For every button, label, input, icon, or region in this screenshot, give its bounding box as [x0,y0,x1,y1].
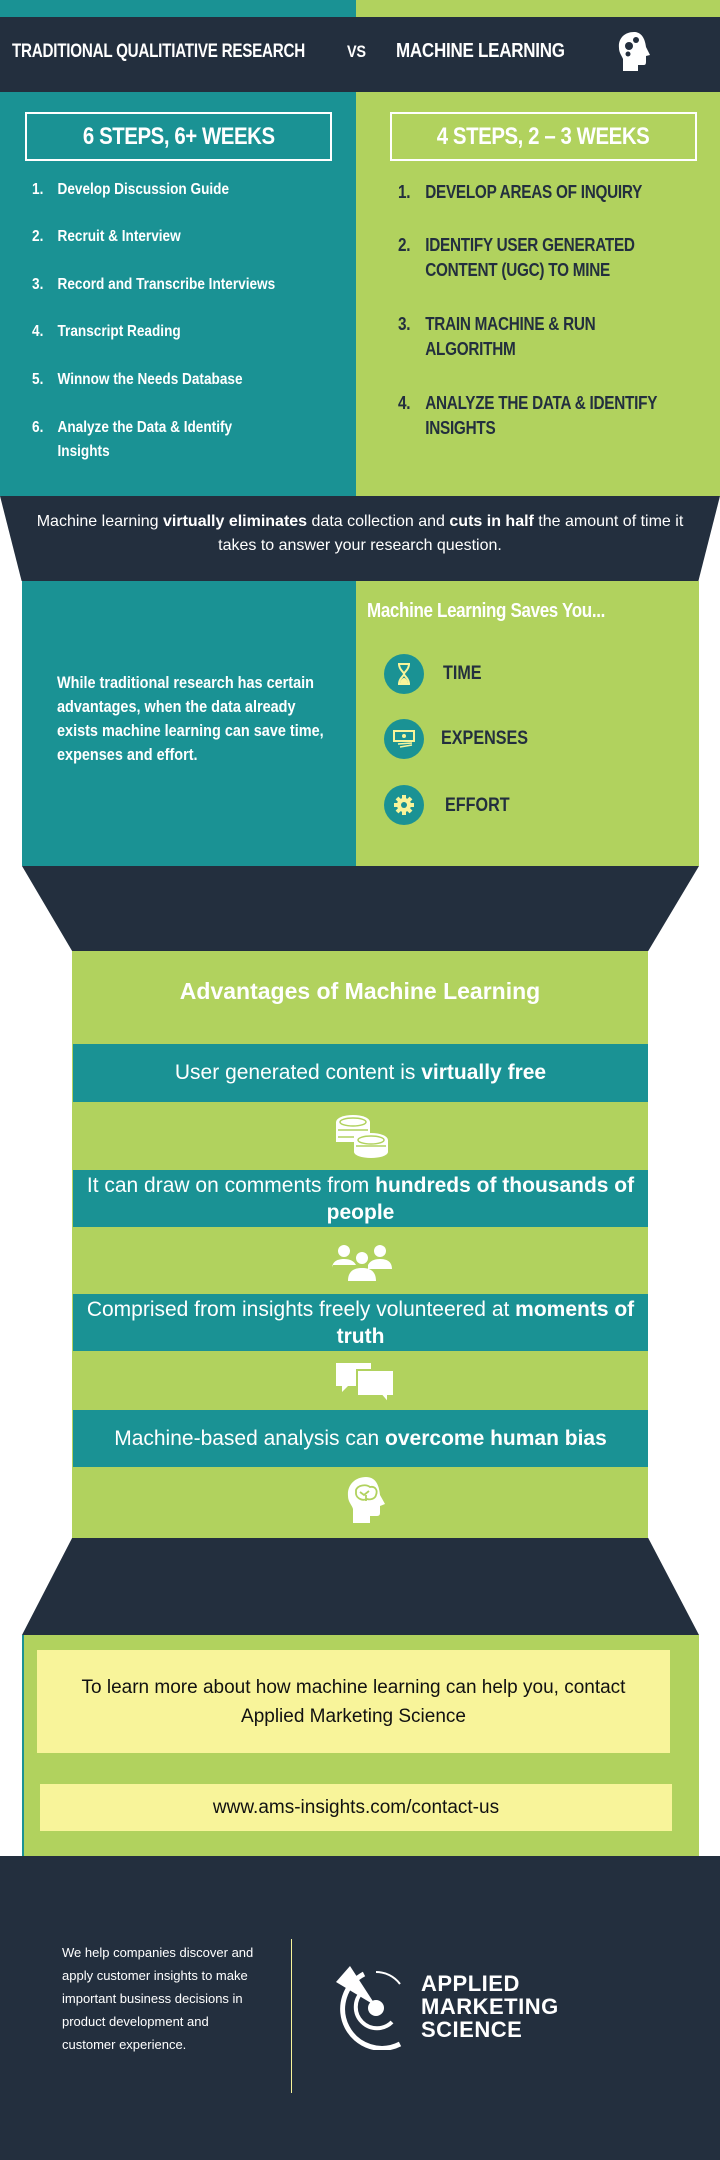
vs-label: VS [347,42,366,61]
contact-link[interactable]: www.ams-insights.com/contact-us [40,1784,672,1831]
hourglass-icon [384,654,424,694]
traditional-step: 1.Develop Discussion Guide [32,181,230,198]
chat-icon [336,1363,394,1403]
footer-divider [291,1939,292,2093]
top-stripe-teal [0,0,356,17]
advantage-item: Comprised from insights freely volunteer… [73,1294,648,1351]
compare-panel [22,581,356,866]
traditional-step: 2.Recruit & Interview [32,228,181,245]
funnel-connector [22,866,699,951]
advantage-item: User generated content is virtually free [73,1044,648,1102]
advantage-item: Machine-based analysis can overcome huma… [73,1410,648,1467]
traditional-title: TRADITIONAL QUALITIATIVE RESEARCH [12,41,305,62]
top-stripe-green [356,0,720,17]
compare-text: While traditional research has certain a… [57,673,324,764]
cta-message: To learn more about how machine learning… [37,1650,670,1753]
saves-item-time: TIME [443,663,482,684]
traditional-step: 6.Analyze the Data & Identify Insights [32,419,233,460]
people-icon [332,1245,392,1281]
coins-icon [336,1115,388,1158]
traditional-step: 4.Transcript Reading [32,323,181,340]
money-icon [384,719,424,759]
saves-item-expenses: EXPENSES [441,728,529,749]
traditional-step: 5.Winnow the Needs Database [32,371,243,388]
ams-logo-icon [336,1966,402,2050]
traditional-summary: 6 STEPS, 6+ WEEKS [25,112,332,161]
ml-summary: 4 STEPS, 2 – 3 WEEKS [390,112,697,161]
ml-title: MACHINE LEARNING [396,40,565,62]
head-gears-icon [618,32,650,71]
funnel-connector-bottom [22,1538,699,1635]
advantage-item: It can draw on comments from hundreds of… [73,1170,648,1227]
footer-blurb: We help companies discover and apply cus… [62,1945,254,2052]
ml-step: 4.ANALYZE THE DATA & IDENTIFY INSIGHTS [398,393,657,438]
footer [0,1856,720,2160]
ml-step: 1.DEVELOP AREAS OF INQUIRY [398,182,643,202]
ml-step: 3.TRAIN MACHINE & RUN ALGORITHM [398,314,596,359]
banner [0,496,720,581]
banner-text: Machine learning virtually eliminates da… [36,513,684,554]
traditional-step: 3.Record and Transcribe Interviews [32,276,276,293]
ml-step: 2.IDENTIFY USER GENERATED CONTENT (UGC) … [398,235,635,280]
advantages-title: Advantages of Machine Learning [179,978,541,1004]
saves-item-effort: EFFORT [445,795,510,816]
brain-head-icon [347,1477,385,1523]
gear-icon [384,785,424,825]
title-bar [0,17,720,92]
saves-title: Machine Learning Saves You... [367,600,605,622]
